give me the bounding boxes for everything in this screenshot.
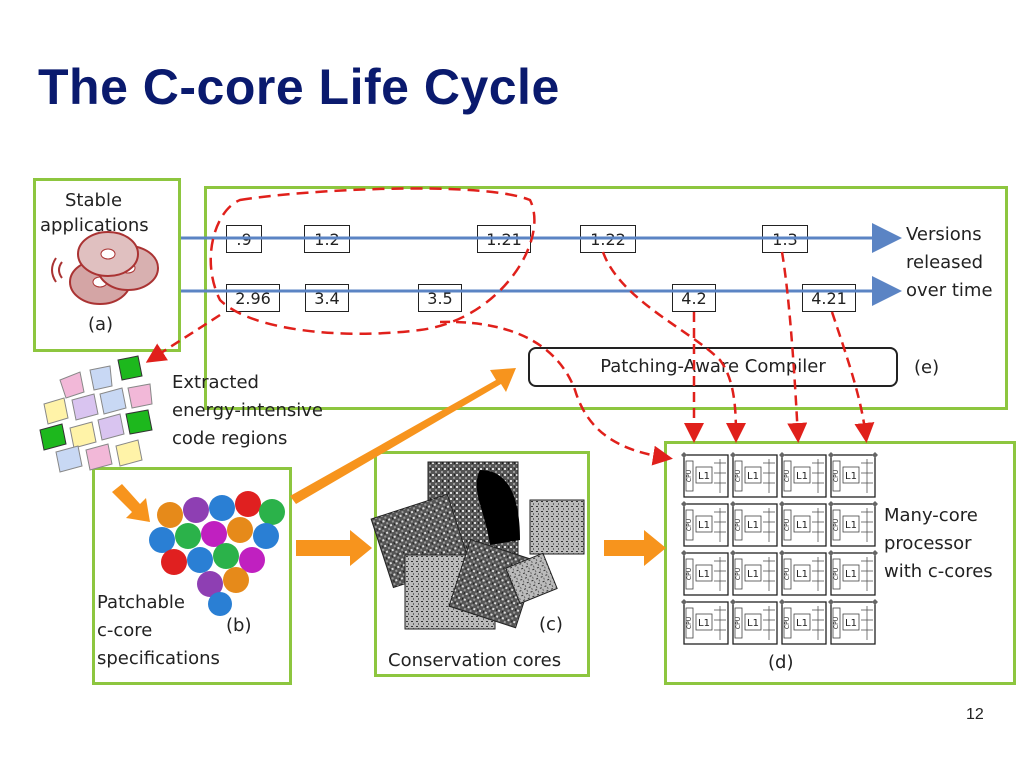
router-node bbox=[872, 452, 878, 458]
svg-text:L1: L1 bbox=[747, 618, 759, 629]
timeline-caption-line1: Versions bbox=[906, 224, 982, 245]
svg-text:L1: L1 bbox=[698, 520, 710, 531]
core-tile: CPU L1 bbox=[730, 452, 778, 498]
router-node bbox=[872, 599, 878, 605]
manycore-processor-box bbox=[664, 441, 1016, 685]
router-node bbox=[872, 501, 878, 507]
dashed-version-loop bbox=[209, 187, 536, 335]
flow-arrow bbox=[604, 530, 666, 566]
conservation-cores-box bbox=[374, 451, 590, 677]
svg-text:CPU: CPU bbox=[735, 470, 742, 482]
svg-text:CPU: CPU bbox=[833, 617, 840, 629]
svg-text:CPU: CPU bbox=[686, 617, 693, 629]
svg-text:CPU: CPU bbox=[833, 470, 840, 482]
svg-text:L1: L1 bbox=[796, 520, 808, 531]
tag-a: (a) bbox=[88, 314, 114, 335]
patchable-line2: c-core bbox=[97, 620, 153, 641]
core-tile: CPU L1 bbox=[730, 599, 778, 645]
tag-e: (e) bbox=[914, 357, 940, 378]
patchable-specs-box bbox=[92, 467, 292, 685]
svg-text:L1: L1 bbox=[747, 471, 759, 482]
core-tile: CPU L1 bbox=[828, 452, 876, 498]
tag-c: (c) bbox=[539, 614, 563, 635]
version-box: 4.21 bbox=[802, 284, 856, 312]
tag-d: (d) bbox=[768, 652, 794, 673]
core-tile: CPU L1 bbox=[681, 452, 729, 498]
svg-text:L1: L1 bbox=[796, 569, 808, 580]
svg-text:CPU: CPU bbox=[784, 617, 791, 629]
core-tile: CPU L1 bbox=[828, 550, 876, 596]
cd-discs-icon bbox=[51, 231, 159, 305]
timeline-caption-line2: released bbox=[906, 252, 984, 273]
svg-text:CPU: CPU bbox=[686, 568, 693, 580]
svg-text:CPU: CPU bbox=[784, 470, 791, 482]
manycore-line3: with c-cores bbox=[884, 561, 993, 582]
patchable-line3: specifications bbox=[97, 648, 220, 669]
svg-text:L1: L1 bbox=[698, 569, 710, 580]
core-tile: CPU L1 bbox=[730, 501, 778, 547]
conservation-core-images bbox=[370, 461, 585, 630]
version-box: 2.96 bbox=[226, 284, 280, 312]
timeline-caption-line3: over time bbox=[906, 280, 993, 301]
svg-text:L1: L1 bbox=[747, 520, 759, 531]
svg-text:CPU: CPU bbox=[784, 519, 791, 531]
versions-timeline-box bbox=[204, 186, 1008, 410]
version-box: 3.5 bbox=[418, 284, 462, 312]
flow-arrow bbox=[112, 484, 150, 522]
svg-text:CPU: CPU bbox=[686, 519, 693, 531]
core-tile: CPU L1 bbox=[779, 501, 827, 547]
core-tile: CPU L1 bbox=[779, 550, 827, 596]
tag-b: (b) bbox=[226, 615, 252, 636]
svg-text:L1: L1 bbox=[698, 471, 710, 482]
extracted-line2: energy-intensive bbox=[172, 400, 323, 421]
core-tile: CPU L1 bbox=[779, 599, 827, 645]
slide-title: The C-core Life Cycle bbox=[38, 59, 560, 115]
manycore-line1: Many-core bbox=[884, 505, 978, 526]
conservation-label: Conservation cores bbox=[388, 650, 562, 671]
svg-text:L1: L1 bbox=[845, 520, 857, 531]
patchable-line1: Patchable bbox=[97, 592, 185, 613]
svg-text:L1: L1 bbox=[747, 569, 759, 580]
core-tile: CPU L1 bbox=[681, 501, 729, 547]
svg-text:L1: L1 bbox=[845, 618, 857, 629]
svg-text:CPU: CPU bbox=[735, 617, 742, 629]
puzzle-pieces-icon bbox=[149, 491, 285, 616]
router-node bbox=[872, 550, 878, 556]
core-tile: CPU L1 bbox=[681, 550, 729, 596]
svg-text:CPU: CPU bbox=[735, 568, 742, 580]
stable-applications-box bbox=[33, 178, 181, 352]
core-tile: CPU L1 bbox=[730, 550, 778, 596]
version-box: 3.4 bbox=[305, 284, 349, 312]
flow-arrow bbox=[296, 530, 372, 566]
manycore-line2: processor bbox=[884, 533, 972, 554]
svg-text:L1: L1 bbox=[845, 569, 857, 580]
svg-text:CPU: CPU bbox=[735, 519, 742, 531]
extracted-line1: Extracted bbox=[172, 372, 259, 393]
core-tile: CPU L1 bbox=[828, 599, 876, 645]
svg-text:L1: L1 bbox=[845, 471, 857, 482]
core-tile: CPU L1 bbox=[828, 501, 876, 547]
svg-text:L1: L1 bbox=[796, 471, 808, 482]
svg-text:CPU: CPU bbox=[833, 568, 840, 580]
stable-label-line1: Stable bbox=[65, 190, 123, 211]
svg-text:CPU: CPU bbox=[784, 568, 791, 580]
svg-text:L1: L1 bbox=[796, 618, 808, 629]
flow-arrow bbox=[290, 368, 516, 504]
svg-text:CPU: CPU bbox=[833, 519, 840, 531]
code-regions-icon bbox=[39, 355, 153, 473]
svg-text:CPU: CPU bbox=[686, 470, 693, 482]
core-tile: CPU L1 bbox=[779, 452, 827, 498]
stable-label-line2: applications bbox=[40, 215, 149, 236]
version-box: 4.2 bbox=[672, 284, 716, 312]
svg-text:L1: L1 bbox=[698, 618, 710, 629]
core-tile: CPU L1 bbox=[681, 599, 729, 645]
extracted-line3: code regions bbox=[172, 428, 288, 449]
page-number: 12 bbox=[966, 706, 984, 723]
